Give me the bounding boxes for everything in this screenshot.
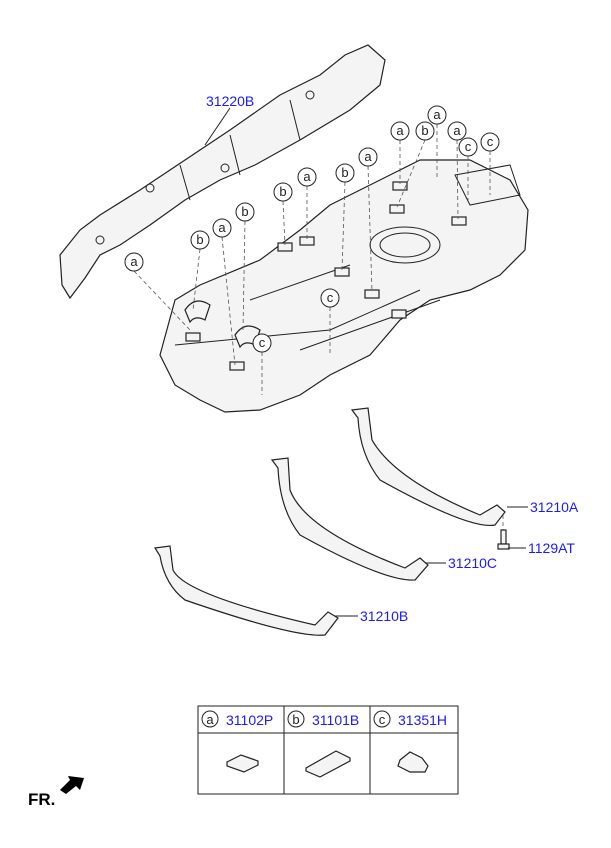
callout-b[interactable]: b [273, 182, 293, 246]
callout-a[interactable]: a [447, 121, 467, 220]
callout-a[interactable]: a [297, 167, 317, 240]
leader-lines [204, 107, 528, 617]
part-number-1129AT[interactable]: 1129AT [528, 540, 575, 556]
callout-a[interactable]: a [124, 252, 191, 331]
callout-leader [456, 139, 459, 220]
callout-b[interactable]: b [235, 202, 255, 331]
legend-part-number[interactable]: 31351H [398, 712, 447, 728]
callout-circle [124, 252, 144, 272]
part-number-31210C[interactable]: 31210C [448, 555, 497, 571]
clip-c-icon [397, 751, 429, 773]
callout-circle [297, 167, 317, 187]
callout-circle [335, 163, 355, 183]
callout-leader [341, 181, 346, 271]
callout-letter: a [433, 107, 441, 122]
callout-leader [396, 139, 426, 208]
callout-letter: b [341, 165, 348, 180]
callout-leader [367, 165, 373, 293]
bolt-1129AT[interactable] [497, 515, 510, 550]
callout-circle [273, 182, 293, 202]
callout-b[interactable]: b [190, 230, 210, 311]
legend-letter: a [206, 712, 214, 727]
legend-cell-c: c 31351H [373, 710, 447, 773]
band-31210B[interactable] [153, 545, 339, 636]
callout-letter: a [453, 123, 461, 138]
pad-b-icon [305, 750, 351, 778]
callout-a[interactable]: a [427, 105, 447, 180]
callout-circle [458, 137, 478, 157]
callout-letter: b [421, 123, 428, 138]
legend-table: a 31102P b 31101B c 31351H [197, 705, 459, 795]
legend-cell-b: b 31101B [287, 710, 359, 778]
callout-circle [415, 121, 435, 141]
callout-b[interactable]: b [396, 121, 435, 208]
callout-c[interactable]: c [320, 288, 340, 355]
callout-circle [235, 202, 255, 222]
callout-a[interactable]: a [212, 218, 236, 366]
callout-circle [427, 105, 447, 125]
callout-letter: c [327, 290, 334, 305]
callout-leader [221, 236, 236, 366]
callout-letter: b [279, 184, 286, 199]
front-direction-label: FR. [28, 790, 55, 809]
part-number-31220B[interactable]: 31220B [206, 93, 254, 109]
callout-letter: b [241, 204, 248, 219]
band-31210C[interactable] [270, 457, 429, 581]
callout-circle [358, 147, 378, 167]
part-number-31210B[interactable]: 31210B [360, 608, 408, 624]
callout-letter: a [218, 220, 226, 235]
callout-letter: b [196, 232, 203, 247]
callout-b[interactable]: b [335, 163, 355, 271]
front-arrow-icon [60, 776, 84, 794]
legend-part-number[interactable]: 31102P [226, 712, 273, 728]
heat-shield-part[interactable] [59, 44, 386, 300]
callout-letter: c [465, 139, 472, 154]
callout-c[interactable]: c [480, 132, 500, 195]
callout-circle [320, 288, 340, 308]
fuel-tank-part[interactable] [159, 159, 529, 413]
callout-letter: c [259, 335, 266, 350]
callout-letter: a [303, 169, 311, 184]
callout-leader [192, 248, 201, 311]
callout-letter: c [487, 134, 494, 149]
callout-c[interactable]: c [458, 137, 478, 200]
legend-part-number[interactable]: 31101B [312, 712, 359, 728]
callout-a[interactable]: a [390, 121, 410, 184]
callout-letter: a [130, 254, 138, 269]
legend-letter: c [379, 712, 386, 727]
legend-letter: b [292, 712, 299, 727]
callout-circle [190, 230, 210, 250]
callout-letter: a [396, 123, 404, 138]
pad-a-icon [226, 754, 259, 773]
callout-circle [480, 132, 500, 152]
part-number-31210A[interactable]: 31210A [530, 499, 579, 515]
callout-circle [447, 121, 467, 141]
callout-letter: a [364, 149, 372, 164]
legend-cell-a: a 31102P [201, 710, 273, 773]
callout-a[interactable]: a [358, 147, 378, 293]
callout-circle [212, 218, 232, 238]
callout-c[interactable]: c [252, 333, 272, 395]
callout-circle [252, 333, 272, 353]
callout-circle [390, 121, 410, 141]
band-31210A[interactable] [350, 407, 506, 527]
callout-leader [282, 200, 286, 246]
